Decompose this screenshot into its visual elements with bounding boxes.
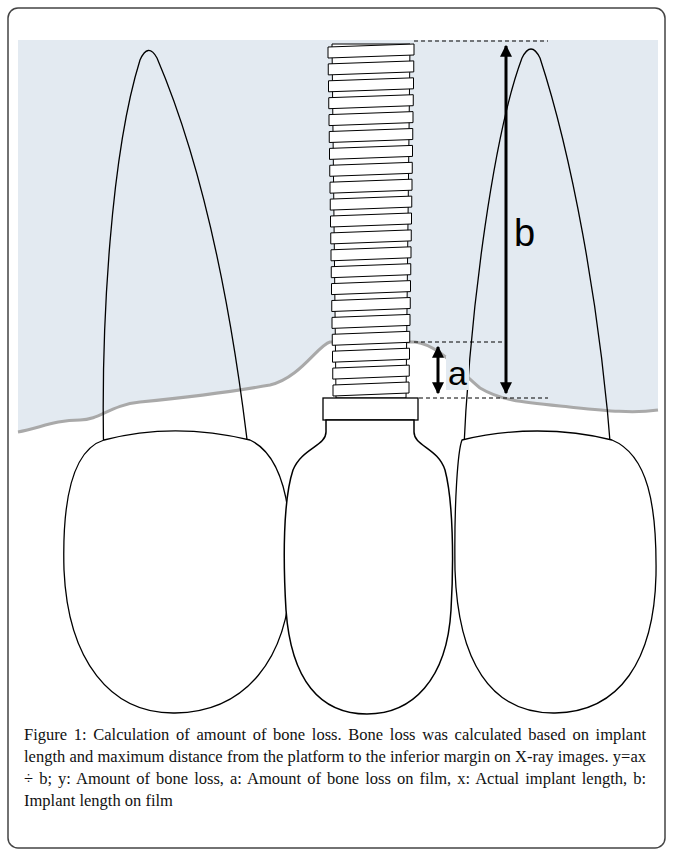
dimension-arrow: [437, 347, 440, 393]
dimension-guide: [414, 41, 548, 42]
implant-thread: [328, 61, 414, 75]
implant-thread: [331, 230, 412, 244]
bone-region: [18, 40, 658, 432]
implant-crown: [284, 420, 452, 714]
implant-thread: [332, 298, 411, 312]
implant-thread: [330, 145, 413, 159]
implant-thread: [328, 44, 414, 58]
dimension-guide: [419, 398, 548, 399]
tooth-root: [463, 49, 612, 465]
tooth-crown: [64, 431, 291, 713]
implant-thread: [329, 95, 414, 109]
dimension-guide: [414, 342, 504, 343]
implant-thread: [332, 281, 411, 295]
dimension-arrow: [505, 46, 508, 393]
implant-thread: [329, 112, 413, 126]
implant-thread: [330, 196, 412, 210]
implant-thread: [331, 264, 411, 278]
tooth-root: [103, 50, 250, 465]
dimension-label: b: [512, 214, 537, 252]
implant-thread: [330, 179, 412, 193]
implant: [328, 44, 414, 398]
implant-thread: [329, 129, 413, 143]
implant-thread: [331, 247, 411, 261]
implant-thread: [329, 78, 414, 92]
tooth-crown: [455, 431, 656, 713]
figure-caption: Figure 1: Calculation of amount of bone …: [24, 724, 646, 812]
implant-thread: [333, 348, 410, 362]
implant-thread: [332, 331, 410, 345]
figure-frame: [8, 8, 665, 848]
dimension-label: a: [446, 356, 469, 390]
implant-thread: [330, 162, 413, 176]
implant-thread: [333, 382, 409, 396]
implant-thread: [331, 213, 412, 227]
implant-thread: [332, 314, 410, 328]
implant-thread: [333, 365, 410, 379]
implant-platform: [323, 398, 418, 420]
bone-margin: [18, 342, 658, 432]
